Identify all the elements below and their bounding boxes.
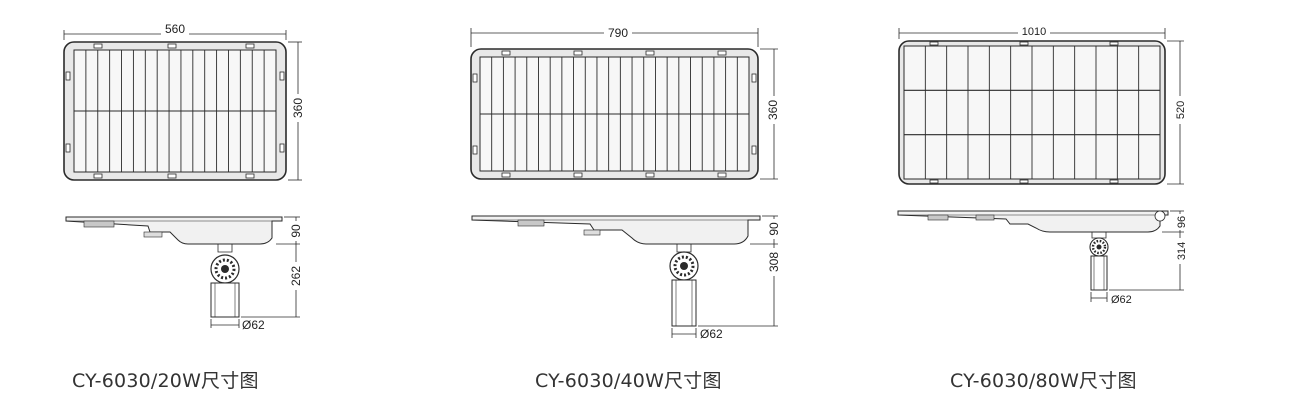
body-height-label: 90 (289, 224, 303, 238)
body-label-bg (767, 219, 783, 239)
width-label-bg (604, 24, 632, 38)
product-40w-drawing: 790 360 (470, 24, 783, 341)
frame-clips (472, 50, 757, 178)
pivot-bolt (1096, 244, 1102, 250)
top-view-40w: 790 360 (470, 24, 780, 180)
top-view-80w: 1010 520 (898, 25, 1188, 185)
bracket-neck (217, 244, 233, 253)
total-label-bg (1173, 238, 1189, 264)
pivot-teeth (214, 258, 236, 280)
housing-profile (65, 216, 283, 245)
housing-profile (471, 215, 761, 245)
side-view-20w: 90 262 Ø62 (65, 216, 305, 332)
sensor-module (83, 220, 115, 228)
product-80w-drawing: 1010 520 (897, 25, 1189, 306)
pivot-bolt (221, 265, 229, 273)
panel-grid (904, 46, 1160, 179)
end-cap (1154, 210, 1166, 222)
pivot-teeth (1091, 239, 1107, 255)
body-height-label: 90 (767, 222, 781, 236)
height-label: 360 (766, 100, 780, 120)
pole-adapter (1090, 255, 1108, 291)
body-label-bg (1173, 214, 1189, 230)
pivot-teeth (673, 255, 695, 277)
bracket-neck (676, 244, 692, 253)
width-label: 560 (165, 22, 185, 36)
height-label: 360 (291, 98, 305, 118)
side-view-80w: 96 314 Ø62 (897, 210, 1189, 306)
panel-grid (74, 50, 276, 172)
pole-diameter-label: Ø62 (1111, 294, 1132, 306)
height-label: 520 (1175, 101, 1187, 119)
frame-clips (929, 41, 1119, 184)
pole-adapter (210, 282, 240, 318)
total-height-label: 314 (1176, 242, 1188, 260)
housing-profile (897, 210, 1169, 233)
pole-diameter-label: Ø62 (242, 318, 265, 332)
width-label-bg (1018, 25, 1050, 38)
total-label-bg (289, 262, 305, 290)
driver-box (143, 231, 163, 238)
height-label-bg (1172, 96, 1188, 124)
sensor-module (927, 214, 949, 221)
width-label: 1010 (1022, 26, 1046, 38)
body-label-bg (289, 221, 305, 241)
bracket-neck (1091, 232, 1107, 239)
pole-diameter-label: Ø62 (700, 327, 723, 341)
sensor-module (517, 219, 545, 227)
top-view-20w: 560 360 (63, 22, 306, 181)
total-height-label: 262 (289, 266, 303, 286)
body-height-label: 96 (1176, 216, 1188, 228)
total-height-label: 308 (767, 252, 781, 272)
width-label-bg (161, 22, 189, 36)
driver-box (583, 229, 601, 236)
product-20w-drawing: 560 360 (63, 22, 306, 332)
caption-80w: CY-6030/80W尺寸图 (950, 370, 1137, 392)
height-label-bg (764, 96, 780, 124)
side-view-40w: 90 308 Ø62 (471, 215, 783, 341)
total-label-bg (767, 248, 783, 276)
frame-clips (65, 43, 285, 179)
panel-grid (480, 57, 749, 171)
caption-40w: CY-6030/40W尺寸图 (535, 370, 722, 392)
caption-20w: CY-6030/20W尺寸图 (72, 370, 259, 392)
width-label: 790 (608, 26, 628, 40)
pole-adapter (671, 279, 697, 327)
height-label-bg (290, 94, 306, 122)
driver-box (975, 214, 995, 221)
pivot-bolt (680, 262, 688, 270)
